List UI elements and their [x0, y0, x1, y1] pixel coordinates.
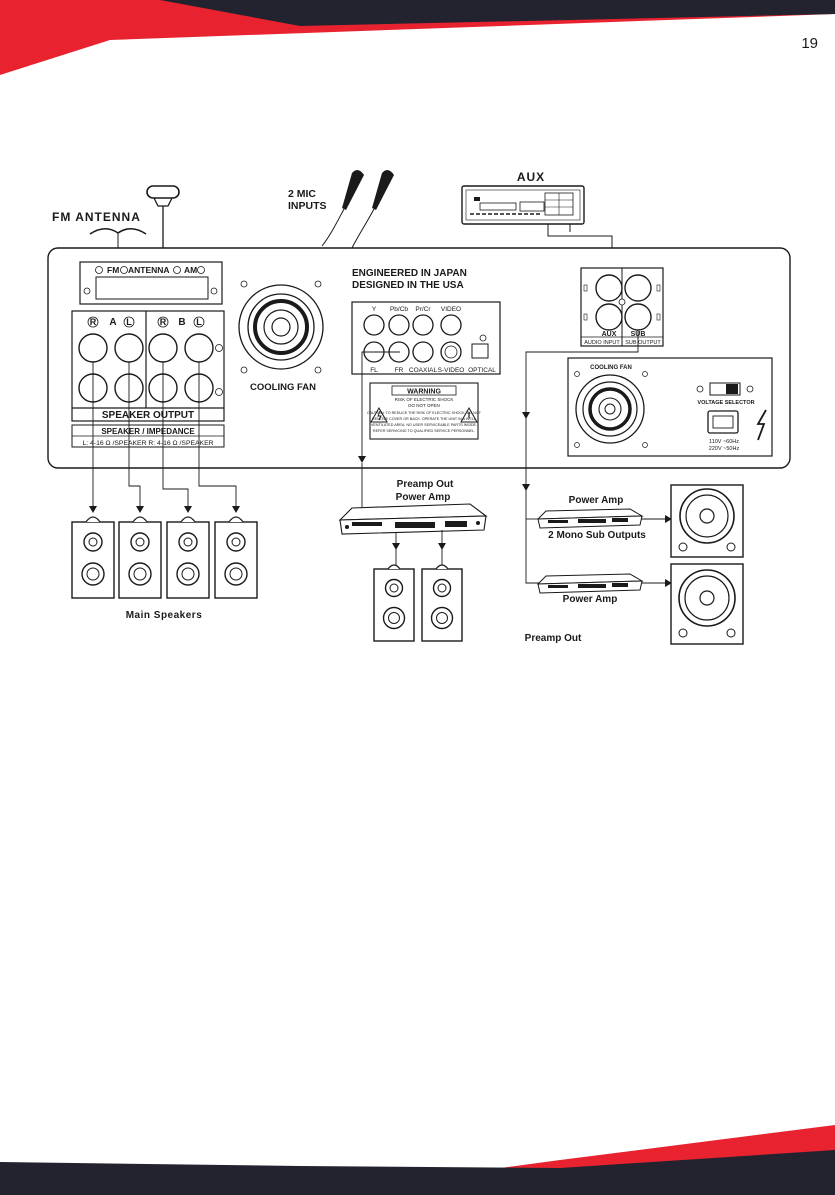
- main-speaker-wiring: [89, 362, 240, 513]
- speaker-icon: [71, 516, 115, 599]
- aux-device-label: AUX: [517, 170, 545, 184]
- microphones: 2 MIC INPUTS: [288, 169, 394, 249]
- sub-power-amp-top: Power Amp 2 Mono Sub Outputs: [536, 495, 646, 541]
- impedance-box: SPEAKER / IMPEDANCE L: 4-16 Ω /SPEAKER R…: [71, 424, 225, 448]
- voltage-selector-label: VOLTAGE SELECTOR: [697, 400, 754, 406]
- speaker-l-label: L: [196, 317, 202, 327]
- header-dark-shape: [160, 0, 835, 26]
- main-speakers: Main Speakers: [71, 516, 258, 621]
- antenna-fm-label: FM: [107, 265, 119, 275]
- jack-label-pb: Pb/Cb: [390, 306, 408, 313]
- speaker-group-b-label: B: [178, 317, 185, 328]
- speaker-icon: [373, 564, 415, 642]
- impedance-values: L: 4-16 Ω /SPEAKER R: 4-16 Ω /SPEAKER: [82, 440, 213, 447]
- speaker-output-panel: R A L R B L SPEAKER OUTPUT: [71, 310, 225, 422]
- warning-text-1: CAUTION: TO REDUCE THE RISK OF ELECTRIC …: [367, 411, 482, 415]
- warning-text-2: REMOVE COVER OR BACK. OPERATE THE UNIT I…: [372, 417, 476, 421]
- jack-label-y: Y: [372, 306, 377, 313]
- power-amp-bottom-label: Power Amp: [563, 594, 618, 605]
- antenna-am-label: AM: [184, 265, 197, 275]
- warning-title: WARNING: [407, 389, 441, 396]
- power-amp-label: Power Amp: [396, 492, 451, 503]
- preamp-out-bottom-label: Preamp Out: [525, 633, 582, 644]
- sub-output-label: SUB OUTPUT: [625, 340, 661, 346]
- power-amp-top-label: Power Amp: [569, 495, 624, 506]
- aux-device: AUX: [461, 170, 616, 263]
- video-jack-panel: Y Pb/Cb Pr/Cr VIDEO FL FR COAXIAL S-VIDE…: [351, 301, 501, 375]
- mono-sub-label: 2 Mono Sub Outputs: [548, 530, 646, 541]
- footer-dark-shape: [0, 1150, 835, 1195]
- speaker-l-label: L: [126, 317, 132, 327]
- impedance-title: SPEAKER / IMPEDANCE: [101, 427, 195, 436]
- mic-icon: [351, 169, 394, 249]
- antenna-label: ANTENNA: [128, 265, 170, 275]
- engineered-in-japan-text: ENGINEERED IN JAPAN: [352, 268, 467, 279]
- speaker-icon: [118, 516, 162, 599]
- cooling-fan-main: COOLING FAN: [238, 280, 324, 393]
- footer-decoration: [0, 1125, 835, 1195]
- jack-label-video: VIDEO: [441, 306, 461, 313]
- preamp-out-label: Preamp Out: [397, 479, 454, 490]
- header-red-shape: [0, 0, 835, 75]
- speaker-icon: [214, 516, 258, 599]
- cooling-fan-small-label: COOLING FAN: [590, 365, 632, 371]
- lightning-icon: [756, 409, 767, 441]
- mic-inputs-label: 2 MIC: [288, 188, 316, 200]
- power-amp-unit: [338, 503, 488, 535]
- fm-antenna-label: FM ANTENNA: [52, 210, 141, 224]
- speaker-r-label: R: [90, 317, 97, 327]
- mic-inputs-label-2: INPUTS: [288, 200, 327, 212]
- voltage-value-110: 110V ~60Hz: [709, 439, 739, 445]
- jack-label-optical: OPTICAL: [468, 367, 496, 374]
- jack-label-coaxial: COAXIAL: [409, 367, 438, 374]
- warning-text-4: REFER SERVICING TO QUALIFIED SERVICE PER…: [373, 429, 475, 433]
- aux-sub-jack-panel: AUX SUB AUDIO INPUT SUB OUTPUT: [580, 267, 664, 347]
- speaker-icon: [421, 564, 463, 642]
- designed-in-usa-text: DESIGNED IN THE USA: [352, 280, 464, 291]
- header-decoration: 19: [0, 0, 835, 75]
- speaker-group-a-label: A: [109, 317, 116, 328]
- speaker-r-label: R: [160, 317, 167, 327]
- warning-text-3: VENTILATED AREA. NO USER SERVICEABLE PAR…: [371, 423, 477, 427]
- subwoofer-icon: [670, 563, 744, 645]
- aux-jack-label: AUX: [602, 331, 617, 338]
- warning-sub-1: RISK OF ELECTRIC SHOCK: [395, 397, 454, 402]
- voltage-value-220: 220V ~50Hz: [709, 446, 740, 452]
- subwoofer-icon: [670, 484, 744, 558]
- speaker-icon: [166, 516, 210, 599]
- audio-input-label: AUDIO INPUT: [584, 340, 620, 346]
- jack-label-fr: FR: [395, 367, 404, 374]
- mic-icon: [321, 169, 364, 247]
- warning-sub-2: DO NOT OPEN: [408, 403, 439, 408]
- antenna-terminal: FM ANTENNA AM: [79, 261, 223, 305]
- warning-label: WARNING RISK OF ELECTRIC SHOCK DO NOT OP…: [367, 382, 482, 440]
- jack-label-pr: Pr/Cr: [415, 306, 431, 313]
- cooling-fan-label: COOLING FAN: [250, 382, 316, 393]
- preamp-power-amp-center: Preamp Out Power Amp: [338, 351, 488, 642]
- power-section: COOLING FAN VOLTAGE SELECTOR 110V ~60Hz …: [567, 357, 773, 457]
- speaker-output-label: SPEAKER OUTPUT: [102, 410, 194, 421]
- jack-label-svideo: S-VIDEO: [438, 367, 465, 374]
- main-speakers-label: Main Speakers: [126, 610, 203, 621]
- sub-power-amp-bottom: Power Amp Preamp Out: [525, 573, 644, 644]
- jack-label-fl: FL: [370, 367, 378, 374]
- page-number: 19: [801, 35, 818, 52]
